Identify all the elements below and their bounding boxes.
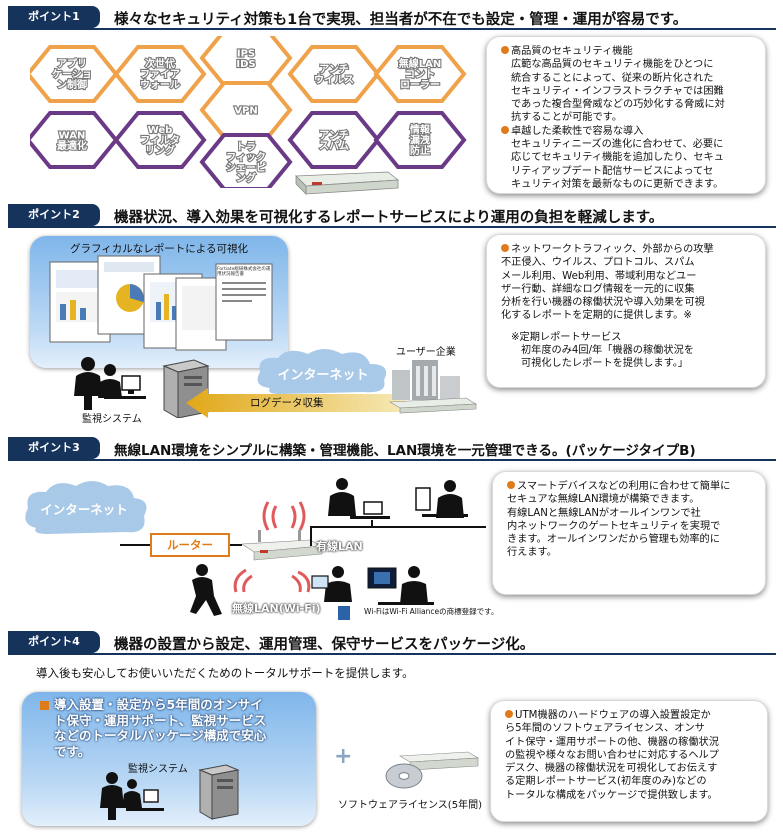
report-document-title: Fortiate総研株式会社の運用状況報告書: [217, 267, 271, 277]
point4-tag: ポイント4: [8, 631, 100, 653]
note-title: ※定期レポートサービス: [511, 331, 622, 343]
server-icon-2: [198, 764, 240, 820]
orange-bullet-icon: [501, 46, 509, 54]
wired-lan-label: 有線LAN: [316, 540, 363, 553]
support-text: 導入設置・設定から5年間のオンサイ ト保守・運用サポート、監視サービス などのト…: [54, 697, 267, 759]
mobile-users-icon: [190, 564, 434, 620]
point1-tag: ポイント1: [8, 6, 100, 28]
hex-label: アンチスパム: [319, 129, 349, 152]
building-icon: [392, 360, 460, 400]
point2-text-panel: ネットワークトラフィック、外部からの攻撃 不正侵入、ウイルス、プロトコル、スパム…: [486, 234, 766, 388]
wired-lan-drop: [310, 526, 312, 546]
user-company-label: ユーザー企業: [396, 347, 456, 358]
point4-rule: [8, 653, 776, 655]
point4-heading: 機器の設置から設定、運用管理、保守サービスをパッケージ化。: [114, 637, 535, 653]
hex-label: アンチウイルス: [314, 63, 354, 86]
log-arrow: [186, 388, 406, 418]
operators-silhouette-icon: [74, 357, 146, 410]
point1-heading: 様々なセキュリティ対策も1台で実現、担当者が不在でも設定・管理・運用が容易です。: [114, 12, 688, 28]
hex-ngfw: 次世代ファイアウォール: [113, 45, 207, 103]
operators-silhouette-icon-2: [100, 772, 164, 820]
support-package-box: [22, 692, 316, 826]
hex-label: VPN: [234, 106, 257, 117]
point3-tag: ポイント3: [8, 437, 100, 459]
software-license-icon: [385, 751, 479, 789]
hex-label: 情報漏洩防止: [410, 123, 431, 157]
point4-text: UTM機器のハードウェアの導入設置設定か ら5年間のソフトウェアライセンス、オン…: [505, 710, 719, 801]
report-visual-title: グラフィカルなレポートによる可視化: [70, 243, 248, 255]
hex-label: トラフィックシェーピング: [226, 141, 266, 185]
hex-antivirus: アンチウイルス: [287, 45, 381, 103]
office-workers-icon: [328, 478, 468, 526]
wifi-waves-icon: [262, 501, 306, 531]
internet-cloud-icon-2: インターネット: [25, 481, 147, 534]
hex-app-control: アプリケーション制御: [30, 45, 119, 103]
point2-text: ネットワークトラフィック、外部からの攻撃 不正侵入、ウイルス、プロトコル、スパム…: [501, 244, 714, 322]
orange-bullet-icon: [505, 710, 513, 718]
point2-heading: 機器状況、導入効果を可視化するレポートサービスにより運用の負担を軽減します。: [114, 210, 664, 226]
software-license-label: ソフトウェアライセンス(5年間): [338, 800, 482, 811]
hex-vpn: VPN: [199, 81, 293, 139]
orange-bullet-icon: [501, 244, 509, 252]
utm-device-small: [389, 397, 477, 414]
point1-text-panel: 高品質のセキュリティ機能 広範な高品質のセキュリティ機能をひとつに 統合すること…: [486, 36, 766, 194]
bullet1-title: 高品質のセキュリティ機能: [511, 46, 633, 57]
monitor-system-label: 監視システム: [82, 414, 142, 425]
plus-sign: +: [334, 744, 353, 769]
internet-label: インターネット: [277, 368, 368, 383]
orange-bullet-icon: [501, 125, 509, 134]
hex-label: 次世代ファイアウォール: [140, 57, 180, 91]
utm-device: [295, 171, 400, 195]
support-bullet-icon: [40, 701, 49, 710]
bullet2-body: セキュリティニーズの進化に合わせて、必要に 応じてセキュリティ機能を追加したり、…: [511, 139, 724, 190]
wifi-trademark-note: Wi-FiはWi-Fi Allianceの商標登録です。: [364, 607, 499, 616]
point3-text-panel: スマートデバイスなどの利用に合わせて簡単に セキュアな無線LAN環境が構築できま…: [492, 471, 766, 595]
router-link-line: [120, 544, 150, 546]
point3-heading: 無線LAN環境をシンプルに構築・管理機能、LAN環境を一元管理できる。(パッケー…: [114, 443, 696, 459]
point2-rule: [8, 226, 776, 228]
point4-subheading: 導入後も安心してお使いいただくためのトータルサポートを提供します。: [36, 666, 414, 680]
note-body: 初年度のみ4回/年「機器の稼働状況を 可視化したレポートを提供します。」: [521, 345, 694, 370]
report-documents: [49, 255, 273, 351]
wifi-waves-icon-2: [233, 568, 311, 593]
wireless-ap-device: [241, 530, 324, 561]
bullet2-title: 卓越した柔軟性で容易な導入: [511, 125, 644, 137]
router-box: ルーター: [150, 533, 230, 557]
point3-rule: [8, 459, 776, 461]
router-device-link: [230, 544, 242, 546]
hex-traffic-shaping: トラフィックシェーピング: [199, 133, 293, 188]
point4-text-panel: UTM機器のハードウェアの導入設置設定か ら5年間のソフトウェアライセンス、オン…: [490, 700, 768, 822]
point1-rule: [8, 28, 776, 30]
bullet1-body: 広範な高品質のセキュリティ機能をひとつに 統合することによって、従来の断片化され…: [511, 59, 725, 124]
wireless-lan-label: 無線LAN(Wi-Fi): [232, 602, 321, 615]
monitor-system-label-2: 監視システム: [128, 764, 188, 775]
hex-dlp: 情報漏洩防止: [373, 111, 467, 169]
log-collection-label: ログデータ収集: [250, 397, 324, 409]
hex-label: アプリケーション制御: [52, 57, 92, 91]
point3-text: スマートデバイスなどの利用に合わせて簡単に セキュアな無線LAN環境が構築できま…: [507, 481, 731, 559]
internet-label-2: インターネット: [40, 502, 128, 517]
point2-tag: ポイント2: [8, 204, 100, 226]
orange-bullet-icon: [507, 481, 515, 489]
hex-antispam: アンチスパム: [287, 111, 381, 169]
wired-lan-bus: [310, 526, 486, 528]
internet-cloud-icon: インターネット: [257, 349, 387, 394]
